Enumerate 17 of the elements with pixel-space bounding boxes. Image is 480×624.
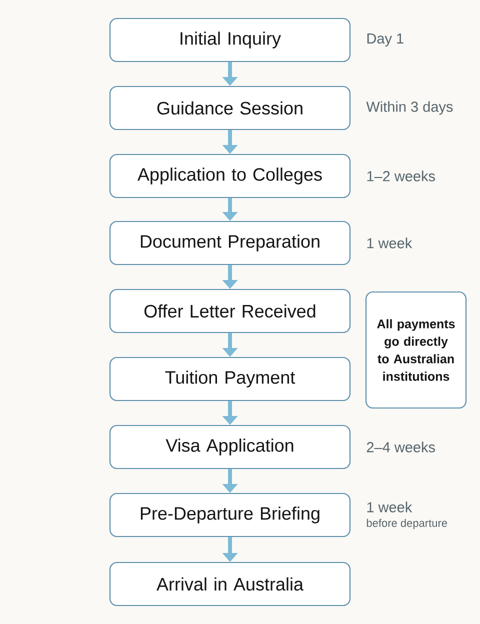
step-box: Application to Colleges [109, 154, 351, 198]
step-box: Offer Letter Received [109, 288, 351, 334]
duration-label: Day 1 [367, 34, 404, 46]
step-box: Pre-Departure Briefing [109, 492, 351, 538]
duration-label: 1 week [367, 238, 412, 248]
step-box: Initial Inquiry [109, 18, 351, 62]
step-box: Visa Application [109, 424, 351, 470]
duration-label: Within 3 days [366, 101, 453, 115]
note-box: All payments go directly to Australian institutions [365, 291, 467, 409]
step-box: Guidance Session [109, 86, 351, 130]
step-box: Arrival in Australia [109, 562, 351, 606]
duration-label: 1 week [367, 502, 412, 512]
duration-label: 1–2 weeks [367, 170, 435, 182]
step-box: Tuition Payment [109, 356, 351, 402]
duration-label: 2–4 weeks [366, 442, 435, 452]
step-box: Document Preparation [109, 220, 351, 266]
duration-label: before departure [366, 518, 448, 530]
